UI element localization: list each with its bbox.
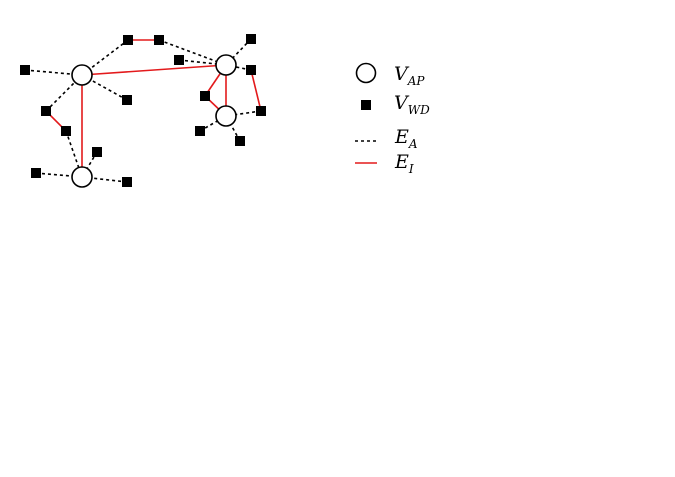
legend-wd-label: VWD xyxy=(394,92,430,117)
device-node xyxy=(20,65,30,75)
legend-ap-symbol xyxy=(355,62,377,84)
device-node xyxy=(195,126,205,136)
device-node xyxy=(41,106,51,116)
device-node xyxy=(256,106,266,116)
legend-ea-label: EA xyxy=(394,126,418,151)
device-node xyxy=(123,35,133,45)
device-node xyxy=(235,136,245,146)
association-edge xyxy=(65,130,83,178)
interference-edge xyxy=(81,64,227,76)
device-node xyxy=(174,55,184,65)
device-node xyxy=(200,91,210,101)
association-edge xyxy=(225,64,252,71)
device-node xyxy=(154,35,164,45)
ap-node xyxy=(71,64,93,86)
ap-node xyxy=(71,166,93,188)
wireless-devices xyxy=(20,34,266,187)
device-node xyxy=(122,95,132,105)
device-node xyxy=(61,126,71,136)
interference-edge xyxy=(250,69,262,112)
ap-node xyxy=(215,105,237,127)
device-node xyxy=(92,147,102,157)
legend-ei-label: EI xyxy=(394,151,414,176)
association-edge xyxy=(178,59,227,66)
device-node xyxy=(31,168,41,178)
legend: VAP VWD EA EI xyxy=(355,62,430,176)
association-edge xyxy=(225,115,241,142)
access-points xyxy=(71,54,237,188)
device-node xyxy=(122,177,132,187)
device-node xyxy=(246,65,256,75)
legend-ap-label: VAP xyxy=(394,63,425,88)
ap-node xyxy=(215,54,237,76)
legend-wd-symbol xyxy=(361,100,371,110)
device-node xyxy=(246,34,256,44)
